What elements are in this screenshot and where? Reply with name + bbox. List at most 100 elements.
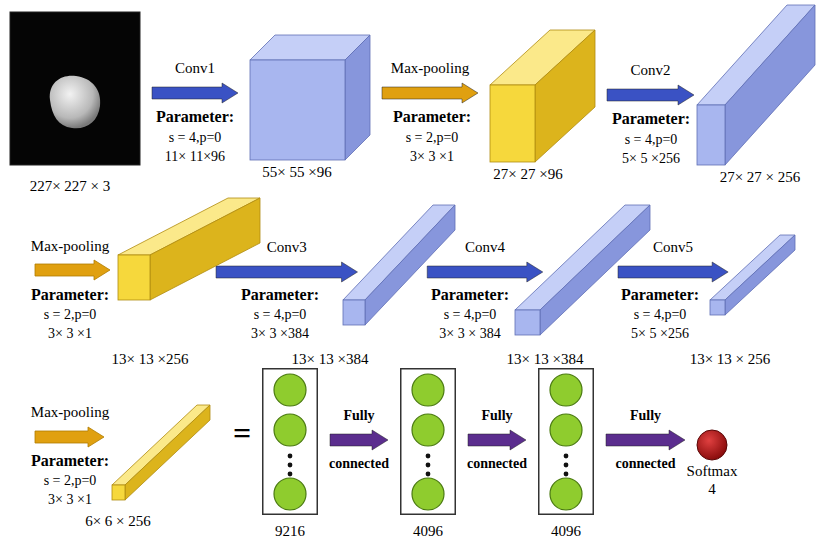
layer-arrow: [468, 430, 526, 450]
cuboid-side: [365, 205, 455, 325]
operation-name: Conv4: [465, 239, 505, 256]
cuboid-side: [345, 35, 370, 160]
parameter-value: s = 4,p=0: [625, 131, 678, 148]
feature-map-cuboid: 13× 13 ×384: [343, 205, 455, 325]
output-node: Softmax4: [697, 430, 727, 460]
layer-arrow: [618, 262, 728, 282]
neuron-circle: [550, 374, 582, 406]
parameter-value: s = 4,p=0: [169, 129, 222, 146]
ellipsis-dot: [426, 454, 431, 459]
cuboid-front: [515, 310, 540, 335]
ellipsis-dot: [564, 463, 569, 468]
neuron-circle: [412, 478, 444, 510]
input-image: 227× 227 × 3: [10, 12, 140, 165]
feature-map-cuboid: 27× 27 × 256: [697, 5, 815, 165]
neuron-layer: 4096: [538, 368, 594, 515]
parameter-value: 3× 3 ×1: [48, 325, 92, 342]
dimension-label: Softmax: [687, 463, 738, 480]
ellipsis-dot: [564, 454, 569, 459]
cuboid-front: [697, 105, 725, 165]
parameter-value: 3× 3 ×1: [410, 148, 454, 165]
parameter-value: s = 2,p=0: [406, 129, 459, 146]
feature-map-cuboid: 27× 27 ×96: [490, 30, 595, 162]
feature-map-cuboid: 55× 55 ×96: [250, 35, 370, 160]
cuboid-side: [535, 30, 595, 162]
cuboid-front: [250, 60, 345, 160]
dimension-label: 27× 27 × 256: [720, 169, 801, 186]
shape-outline: [250, 35, 370, 160]
layer-arrow: [427, 262, 543, 282]
shape-outline: [262, 368, 318, 515]
dimension-label: 227× 227 × 3: [30, 178, 111, 195]
neuron-circle: [412, 374, 444, 406]
parameter-heading: Parameter:: [393, 108, 471, 126]
dimension-label: 4096: [551, 523, 581, 540]
dimension-label: 13× 13 × 256: [690, 351, 771, 368]
shape-outline: [400, 368, 456, 515]
nodule-blob: [50, 76, 100, 129]
ellipsis-dot: [288, 454, 293, 459]
shape-outline: [538, 368, 594, 515]
ellipsis-dot: [564, 472, 569, 477]
cuboid-side: [150, 198, 260, 300]
cuboid-front: [490, 85, 535, 162]
shape-outline: [490, 30, 595, 162]
layer-frame: [539, 369, 594, 515]
layer-arrow: [152, 83, 238, 103]
parameter-value: s = 4,p=0: [254, 306, 307, 323]
parameter-value: s = 2,p=0: [44, 472, 97, 489]
parameter-heading: Parameter:: [612, 110, 690, 128]
softmax-circle: [697, 430, 727, 460]
neuron-circle: [550, 478, 582, 510]
operation-name: Conv3: [267, 239, 307, 256]
parameter-value: 3× 3 × 384: [439, 325, 500, 342]
neuron-layer: 9216: [262, 368, 318, 515]
cuboid-side: [725, 235, 795, 315]
shape-outline: [112, 405, 210, 500]
parameter-value: 3× 3 ×1: [48, 491, 92, 508]
cuboid-front: [112, 485, 125, 500]
cuboid-top: [710, 235, 795, 300]
connection-type: Fully connected: [319, 392, 399, 488]
operation-name: Max-pooling: [391, 60, 469, 77]
neuron-circle: [274, 374, 306, 406]
ellipsis-dot: [426, 472, 431, 477]
cuboid-front: [343, 300, 365, 325]
dimension-label: 6× 6 × 256: [85, 513, 151, 530]
layer-arrow: [216, 262, 357, 282]
operation-name: Max-pooling: [31, 238, 109, 255]
neuron-layer: 4096: [400, 368, 456, 515]
pooling-arrow: [35, 260, 110, 280]
parameter-value: 5× 5 ×256: [631, 325, 689, 342]
cuboid-side: [725, 5, 815, 165]
shape-outline: [118, 198, 260, 300]
operation-name: Conv1: [175, 60, 215, 77]
parameter-value: 3× 3 ×384: [251, 325, 309, 342]
neuron-circle: [550, 414, 582, 446]
feature-map-cuboid: 6× 6 × 256: [112, 405, 210, 500]
parameter-heading: Parameter:: [31, 452, 109, 470]
ellipsis-dot: [426, 463, 431, 468]
parameter-heading: Parameter:: [241, 286, 319, 304]
dimension-label: 27× 27 ×96: [493, 166, 562, 183]
parameter-value: 11× 11×96: [165, 148, 225, 165]
operation-name: Max-pooling: [31, 404, 109, 421]
cuboid-side: [125, 405, 210, 500]
dimension-label: 13× 13 ×384: [507, 351, 584, 368]
dimension-label: 55× 55 ×96: [262, 164, 331, 181]
dimension-label: 13× 13 ×256: [112, 351, 189, 368]
neuron-circle: [274, 478, 306, 510]
layer-arrow: [606, 430, 685, 450]
pooling-arrow: [35, 427, 104, 447]
layer-arrow: [330, 430, 388, 450]
dimension-label: 4: [708, 481, 716, 498]
shape-outline: [697, 5, 815, 165]
shape-outline: [515, 205, 650, 335]
ellipsis-dot: [288, 463, 293, 468]
parameter-value: s = 4,p=0: [444, 306, 497, 323]
layer-frame: [401, 369, 456, 515]
layer-arrow: [382, 83, 478, 103]
operation-name: Conv2: [630, 62, 670, 79]
neuron-circle: [412, 414, 444, 446]
